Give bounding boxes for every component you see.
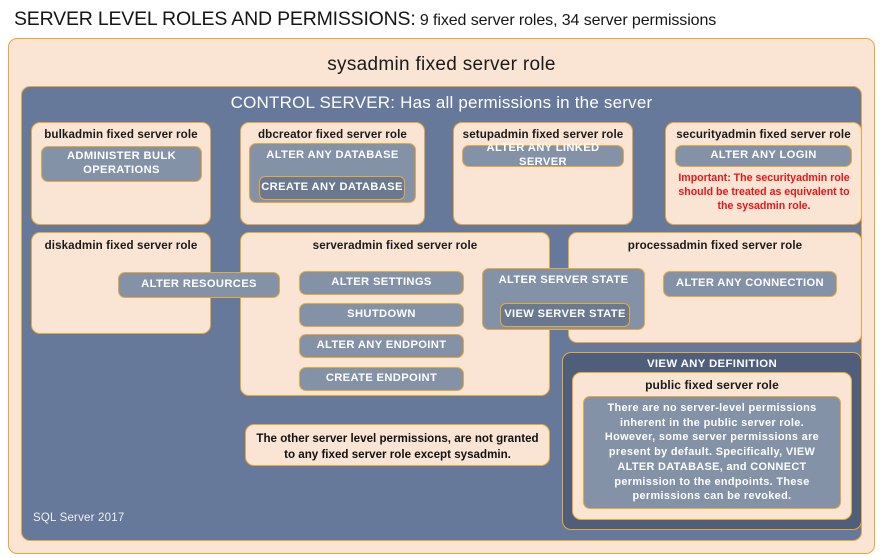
- permission-alter-any-connection[interactable]: ALTER ANY CONNECTION: [663, 271, 837, 297]
- permission-view-server-state[interactable]: VIEW SERVER STATE: [500, 303, 630, 327]
- sysadmin-role-label: sysadmin fixed server role: [327, 54, 556, 75]
- role-label-processadmin: processadmin fixed server role: [627, 239, 803, 252]
- role-label-public: public fixed server role: [645, 378, 779, 392]
- role-panel-setupadmin[interactable]: [453, 122, 633, 225]
- role-label-securityadmin: securityadmin fixed server role: [676, 128, 851, 141]
- role-label-bulkadmin: bulkadmin fixed server role: [44, 128, 198, 141]
- view-any-definition-label: VIEW ANY DEFINITION: [646, 358, 778, 370]
- permission-alter-any-database-label: ALTER ANY DATABASE: [266, 149, 399, 161]
- public-role-note-box: There are no server-level permissions in…: [583, 396, 841, 509]
- permission-alter-any-login[interactable]: ALTER ANY LOGIN: [675, 145, 852, 167]
- permission-alter-server-state-label: ALTER SERVER STATE: [498, 274, 629, 286]
- permission-shutdown[interactable]: SHUTDOWN: [299, 303, 464, 327]
- other-permissions-note-panel: [245, 424, 550, 466]
- footer-version-label: SQL Server 2017: [33, 512, 125, 524]
- permission-administer-bulk-operations[interactable]: ADMINISTER BULK OPERATIONS: [41, 146, 202, 182]
- permission-create-endpoint[interactable]: CREATE ENDPOINT: [299, 367, 464, 391]
- other-permissions-note: The other server level permissions, are …: [256, 432, 539, 461]
- control-server-label: CONTROL SERVER: Has all permissions in t…: [230, 93, 653, 112]
- page-title-sub: 9 fixed server roles, 34 server permissi…: [415, 12, 717, 29]
- permission-create-any-database[interactable]: CREATE ANY DATABASE: [259, 176, 405, 200]
- permission-alter-resources[interactable]: ALTER RESOURCES: [118, 272, 280, 298]
- role-label-setupadmin: setupadmin fixed server role: [462, 128, 624, 141]
- permission-alter-any-endpoint[interactable]: ALTER ANY ENDPOINT: [299, 334, 464, 358]
- role-panel-securityadmin[interactable]: [665, 122, 862, 225]
- public-role-note: There are no server-level permissions in…: [604, 401, 820, 503]
- permission-alter-settings[interactable]: ALTER SETTINGS: [299, 271, 464, 295]
- role-label-diskadmin: diskadmin fixed server role: [44, 239, 198, 252]
- page-title-main: SERVER LEVEL ROLES AND PERMISSIONS:: [14, 8, 416, 30]
- securityadmin-important-note: Important: The securityadmin role should…: [678, 172, 850, 212]
- page-title: SERVER LEVEL ROLES AND PERMISSIONS: 9 fi…: [14, 8, 874, 36]
- role-label-serveradmin: serveradmin fixed server role: [312, 239, 478, 252]
- permission-alter-any-linked-server[interactable]: ALTER ANY LINKED SERVER: [462, 142, 624, 168]
- role-label-dbcreator: dbcreator fixed server role: [258, 128, 407, 141]
